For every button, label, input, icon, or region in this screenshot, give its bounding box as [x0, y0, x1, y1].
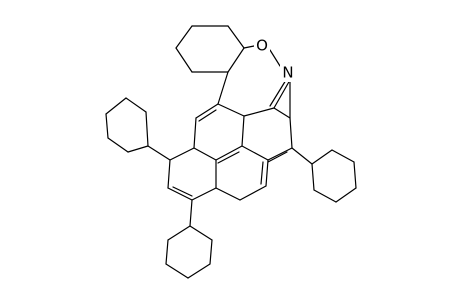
atom-label-nitrogen-group: N: [280, 64, 296, 82]
cyclohexyl-substituent-bottom: [165, 199, 213, 279]
pyrene-core: [167, 103, 293, 201]
atom-label-oxygen: O: [256, 37, 268, 55]
cyclohexyl-substituent-right: [291, 147, 357, 203]
atom-label-oxygen-group: O: [254, 37, 270, 55]
oxazepine-ring: [217, 45, 291, 119]
cyclohexane-ring-fused-top: [175, 25, 245, 73]
atom-label-nitrogen: N: [282, 64, 293, 82]
cyclohexyl-substituent-left: [105, 97, 171, 161]
